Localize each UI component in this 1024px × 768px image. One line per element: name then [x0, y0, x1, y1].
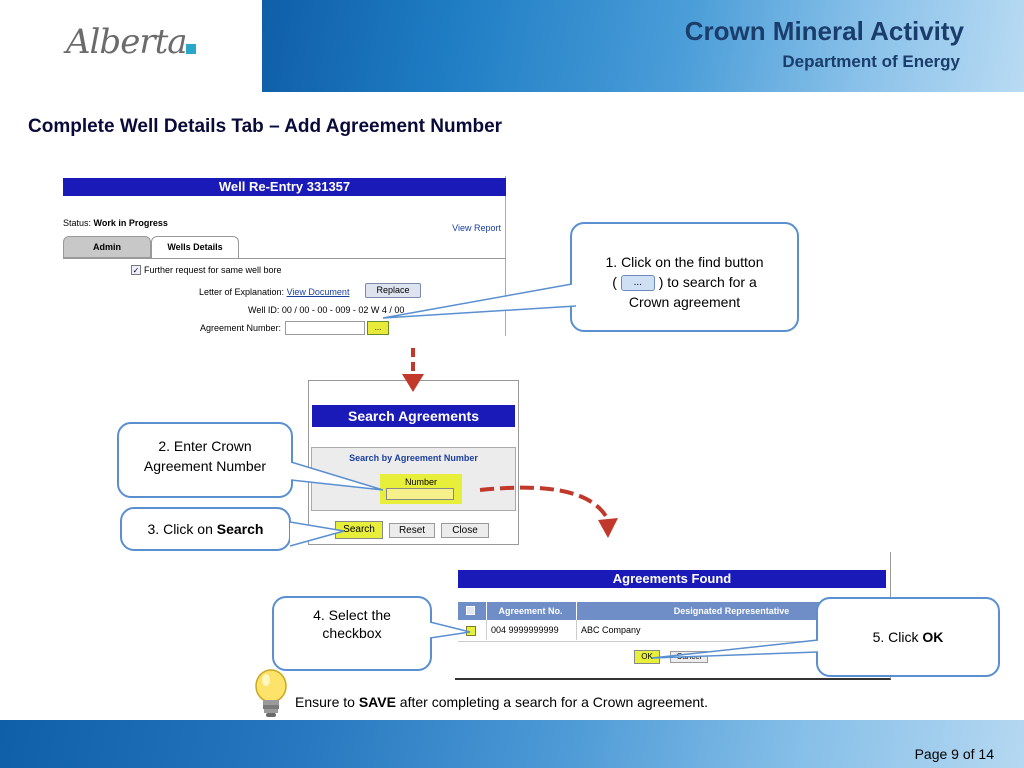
well-reentry-screenshot: Well Re-Entry 331357 Status: Work in Pro… — [63, 176, 506, 336]
number-input[interactable] — [386, 488, 454, 500]
tip-bold: SAVE — [358, 694, 396, 710]
callout-1-close: ) to search for a — [658, 274, 757, 290]
column-designated-representative: Designated Representative — [576, 602, 886, 620]
callout-1-line-3: Crown agreement — [628, 294, 741, 310]
cancel-button[interactable]: Cancel — [670, 651, 708, 663]
tab-admin[interactable]: Admin — [63, 236, 151, 258]
agreement-number-input[interactable] — [285, 321, 365, 335]
find-button-icon: ... — [620, 275, 655, 292]
wells-details-panel: ✓ Further request for same well bore Let… — [63, 258, 506, 336]
callout-1-line-1: 1. Click on the find button — [605, 254, 764, 270]
callout-5-bold: OK — [922, 629, 944, 645]
search-agreements-screenshot: Search Agreements Search by Agreement Nu… — [308, 380, 519, 545]
callout-step-2: 2. Enter Crown Agreement Number — [117, 422, 293, 498]
agreements-found-title: Agreements Found — [458, 570, 886, 588]
callout-4-line-2: checkbox — [322, 625, 382, 641]
letter-label: Letter of Explanation: — [199, 287, 285, 297]
callout-1-line-2: ( ... ) to search for a — [572, 272, 797, 292]
letter-of-explanation: Letter of Explanation: View Document — [199, 287, 349, 297]
search-agreements-title: Search Agreements — [312, 405, 515, 427]
logo-square-icon — [186, 44, 196, 54]
tab-wells-details[interactable]: Wells Details — [151, 236, 239, 258]
tip-suffix: after completing a search for a Crown ag… — [395, 694, 708, 710]
callout-4-line-1: 4. Select the — [313, 607, 391, 623]
callout-3-bold: Search — [216, 521, 264, 537]
status-line: Status: Work in Progress — [63, 218, 168, 228]
number-highlight: Number — [380, 474, 462, 504]
alberta-logo-text: Alberta — [66, 22, 187, 62]
replace-button[interactable]: Replace — [365, 283, 421, 298]
page-number: Page 9 of 14 — [914, 746, 994, 762]
column-agreement-no: Agreement No. — [486, 602, 574, 620]
agreement-number-label: Agreement Number: — [200, 323, 282, 333]
table-header: Agreement No. Designated Representative — [458, 602, 886, 620]
search-by-box: Search by Agreement Number Number — [311, 447, 516, 511]
close-button[interactable]: Close — [441, 523, 489, 538]
row-representative: ABC Company — [576, 620, 886, 640]
slide-header: Alberta Crown Mineral Activity Departmen… — [0, 0, 1024, 92]
header-banner: Crown Mineral Activity Department of Ene… — [262, 0, 1024, 92]
callout-step-5: 5. Click OK — [816, 597, 1000, 677]
callout-step-3: 3. Click on Search — [120, 507, 291, 551]
search-by-label: Search by Agreement Number — [349, 453, 478, 463]
callout-3-text: 3. Click on — [147, 521, 217, 537]
status-value: Work in Progress — [93, 218, 168, 228]
callout-5-text: 5. Click — [872, 629, 923, 645]
well-id-label: Well ID: — [248, 305, 280, 315]
tip-prefix: Ensure to — [295, 694, 359, 710]
callout-step-1: 1. Click on the find button ( ... ) to s… — [570, 222, 799, 332]
ok-button[interactable]: OK — [634, 650, 660, 664]
well-reentry-title: Well Re-Entry 331357 — [63, 178, 506, 196]
callout-2-line-2: Agreement Number — [143, 458, 267, 474]
well-id-value[interactable]: 00 / 00 - 00 - 009 - 02 W 4 / 00 — [281, 305, 405, 315]
search-button[interactable]: Search — [335, 521, 383, 539]
number-label: Number — [404, 477, 437, 487]
well-id-line: Well ID: 00 / 00 - 00 - 009 - 02 W 4 / 0… — [248, 305, 404, 315]
status-label: Status: — [63, 218, 92, 228]
row-agreement-no: 004 9999999999 — [486, 620, 574, 640]
find-button[interactable]: ... — [367, 321, 389, 335]
view-report-link[interactable]: View Report — [452, 223, 501, 233]
slide-footer: Page 9 of 14 — [0, 720, 1024, 768]
arrow-2-head — [598, 518, 618, 538]
banner-title: Crown Mineral Activity — [684, 16, 964, 46]
banner-subtitle: Department of Energy — [782, 52, 960, 71]
reset-button[interactable]: Reset — [389, 523, 435, 538]
further-request-label: Further request for same well bore — [144, 265, 282, 275]
save-tip: Ensure to SAVE after completing a search… — [295, 694, 708, 710]
alberta-logo: Alberta — [0, 0, 262, 92]
callout-1-open: ( — [612, 274, 617, 290]
callout-2-line-1: 2. Enter Crown — [158, 438, 252, 454]
callout-step-4: 4. Select the checkbox — [272, 596, 432, 671]
page-title: Complete Well Details Tab – Add Agreemen… — [28, 116, 503, 137]
row-checkbox[interactable] — [466, 626, 476, 636]
select-all-checkbox[interactable] — [466, 606, 475, 615]
lightbulb-icon — [255, 669, 287, 717]
view-document-link[interactable]: View Document — [286, 287, 350, 297]
further-request-checkbox[interactable]: ✓ — [131, 265, 141, 275]
